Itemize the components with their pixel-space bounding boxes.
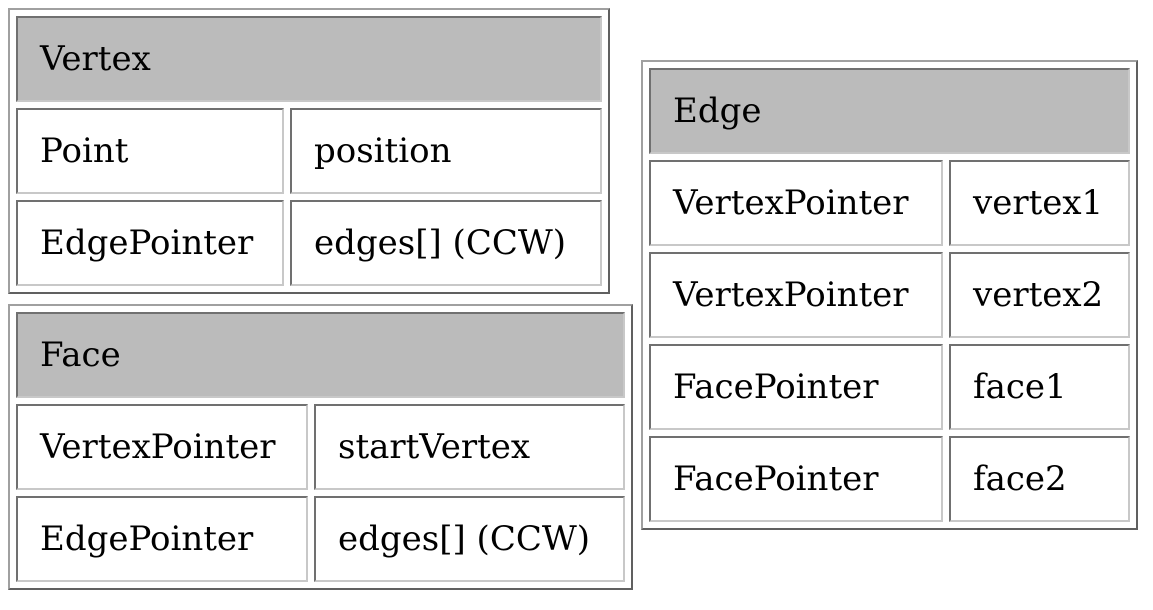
table-header-row: Vertex [16,16,602,102]
field-name: position [290,108,602,194]
field-type: VertexPointer [16,404,308,490]
field-type: VertexPointer [649,160,943,246]
field-name: face2 [949,436,1130,522]
field-type: EdgePointer [16,496,308,582]
field-type: VertexPointer [649,252,943,338]
field-name: startVertex [314,404,625,490]
field-name: edges[] (CCW) [290,200,602,286]
table-row: VertexPointer vertex2 [649,252,1130,338]
face-struct-table: Face VertexPointer startVertex EdgePoint… [8,304,633,590]
table-header-row: Face [16,312,625,398]
face-title: Face [16,312,625,398]
table-header-row: Edge [649,68,1130,154]
table-row: EdgePointer edges[] (CCW) [16,496,625,582]
field-name: edges[] (CCW) [314,496,625,582]
vertex-title: Vertex [16,16,602,102]
field-type: EdgePointer [16,200,284,286]
table-row: FacePointer face2 [649,436,1130,522]
field-type: FacePointer [649,344,943,430]
edge-title: Edge [649,68,1130,154]
table-row: Point position [16,108,602,194]
field-type: Point [16,108,284,194]
table-row: FacePointer face1 [649,344,1130,430]
table-row: EdgePointer edges[] (CCW) [16,200,602,286]
table-row: VertexPointer vertex1 [649,160,1130,246]
field-name: vertex2 [949,252,1130,338]
vertex-struct-table: Vertex Point position EdgePointer edges[… [8,8,610,294]
field-name: vertex1 [949,160,1130,246]
edge-struct-table: Edge VertexPointer vertex1 VertexPointer… [641,60,1138,530]
field-name: face1 [949,344,1130,430]
table-row: VertexPointer startVertex [16,404,625,490]
field-type: FacePointer [649,436,943,522]
